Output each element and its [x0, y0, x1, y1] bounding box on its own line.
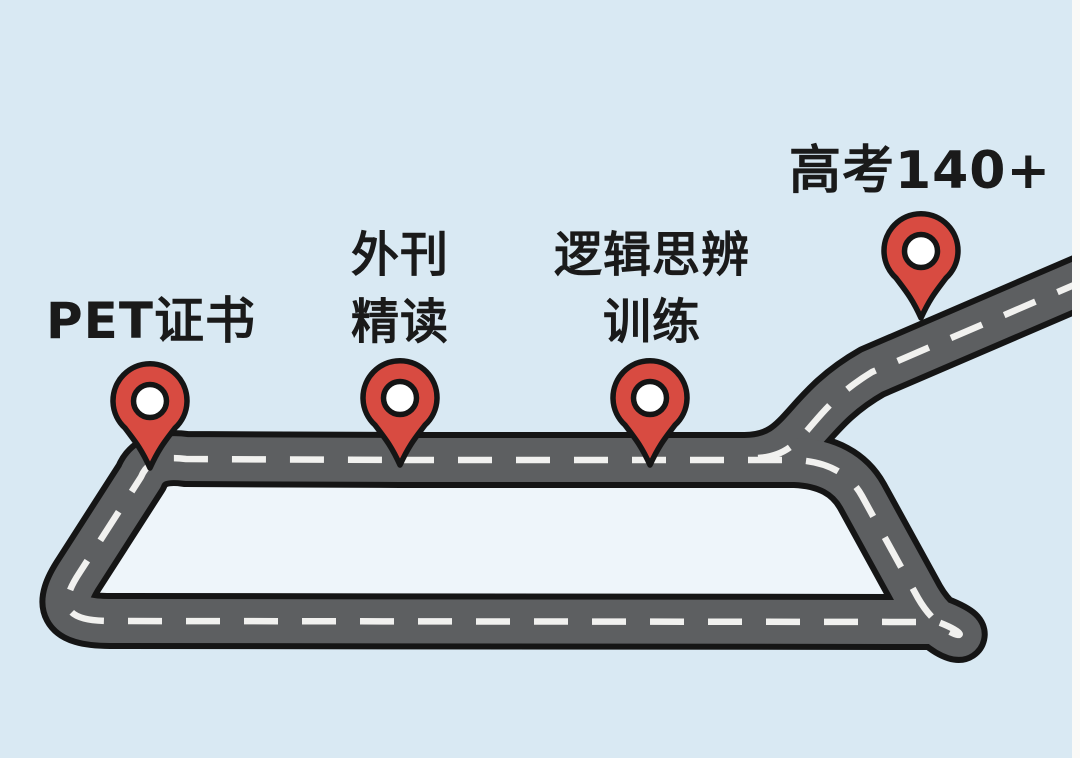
road-loop-interior	[67, 458, 960, 635]
milestone-label-gaokao: 高考140+	[789, 138, 1051, 205]
right-edge-strip	[1072, 0, 1080, 758]
milestone-label-luoji: 逻辑思辨 训练	[554, 222, 750, 356]
milestone-label-luoji-line1: 逻辑思辨	[553, 227, 751, 283]
milestone-label-pet: PET证书	[46, 288, 256, 355]
milestone-label-pet-line1: PET证书	[46, 292, 256, 350]
milestone-label-gaokao-line1: 高考140+	[788, 141, 1052, 201]
milestone-label-waikan-line2: 精读	[350, 294, 450, 350]
milestone-label-luoji-line2: 训练	[602, 294, 702, 350]
road-loop-dashes	[64, 454, 963, 639]
milestone-label-waikan: 外刊 精读	[351, 222, 449, 356]
road-branch-dashes	[757, 278, 1080, 462]
milestone-label-waikan-line1: 外刊	[350, 227, 450, 283]
